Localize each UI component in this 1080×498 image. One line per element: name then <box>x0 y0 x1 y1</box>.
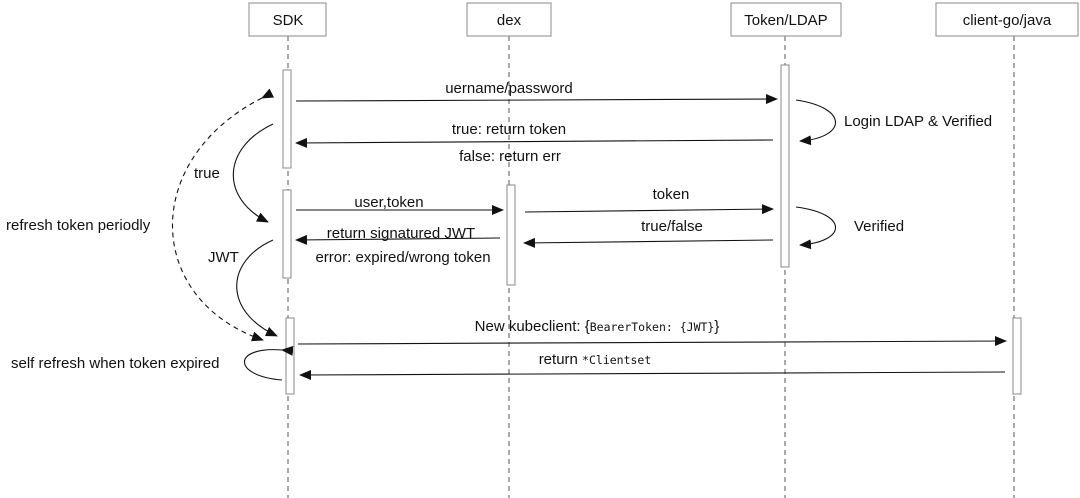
arrow-new-kubeclient <box>297 336 1007 347</box>
arrow-return-clientset <box>299 369 1006 380</box>
label-true-return-token: true: return token <box>452 121 566 138</box>
activation-sdk-3 <box>285 317 295 395</box>
label-new-kubeclient-suffix: } <box>714 318 719 335</box>
actor-dex-label: dex <box>497 12 522 29</box>
label-token: token <box>653 186 690 203</box>
label-uername-password: uername/password <box>445 80 573 97</box>
activation-sdk-2 <box>282 189 292 279</box>
actor-sdk: SDK <box>248 2 327 37</box>
curve-arrow-true <box>232 123 274 223</box>
note-login-ldap: Login LDAP & Verified <box>844 113 992 130</box>
note-self-refresh: self refresh when token expired <box>11 355 219 372</box>
activation-client <box>1012 317 1022 395</box>
self-arrow-login-verify <box>795 99 837 146</box>
arrow-return-jwt <box>295 234 501 245</box>
label-error-expired: error: expired/wrong token <box>315 249 490 266</box>
activation-sdk-1 <box>282 69 292 169</box>
arrow-true-false <box>523 237 774 248</box>
actor-client-label: client-go/java <box>963 12 1052 29</box>
arrow-login-response <box>295 137 774 148</box>
note-true: true <box>194 165 220 182</box>
self-arrow-refresh <box>243 345 294 381</box>
dashed-arrow-refresh <box>172 88 275 342</box>
actor-dex: dex <box>466 2 552 37</box>
label-return-signatured-jwt: return signatured JWT <box>327 225 475 242</box>
actor-sdk-label: SDK <box>273 12 304 29</box>
arrow-login-request <box>295 94 778 105</box>
note-jwt: JWT <box>208 249 239 266</box>
activation-ldap <box>780 64 790 268</box>
label-new-kubeclient: New kubeclient: {BearerToken: {JWT}} <box>475 318 720 335</box>
self-arrow-verified <box>795 206 837 250</box>
label-return-clientset-prefix: return <box>539 351 582 368</box>
note-refresh-token: refresh token periodly <box>6 217 151 234</box>
label-return-clientset-code: *Clientset <box>582 353 651 367</box>
label-user-token: user,token <box>354 194 423 211</box>
label-new-kubeclient-code: BearerToken: {JWT} <box>590 320 715 334</box>
actor-ldap: Token/LDAP <box>730 2 842 37</box>
activation-dex <box>506 184 516 286</box>
curve-arrow-jwt <box>236 239 278 337</box>
actor-client: client-go/java <box>935 2 1079 37</box>
label-true-false: true/false <box>641 218 703 235</box>
label-new-kubeclient-prefix: New kubeclient: { <box>475 318 590 335</box>
label-return-clientset: return *Clientset <box>539 351 652 368</box>
arrow-token-verify <box>524 204 774 215</box>
actor-ldap-label: Token/LDAP <box>744 12 827 29</box>
note-verified: Verified <box>854 218 904 235</box>
label-false-return-err: false: return err <box>459 148 561 165</box>
